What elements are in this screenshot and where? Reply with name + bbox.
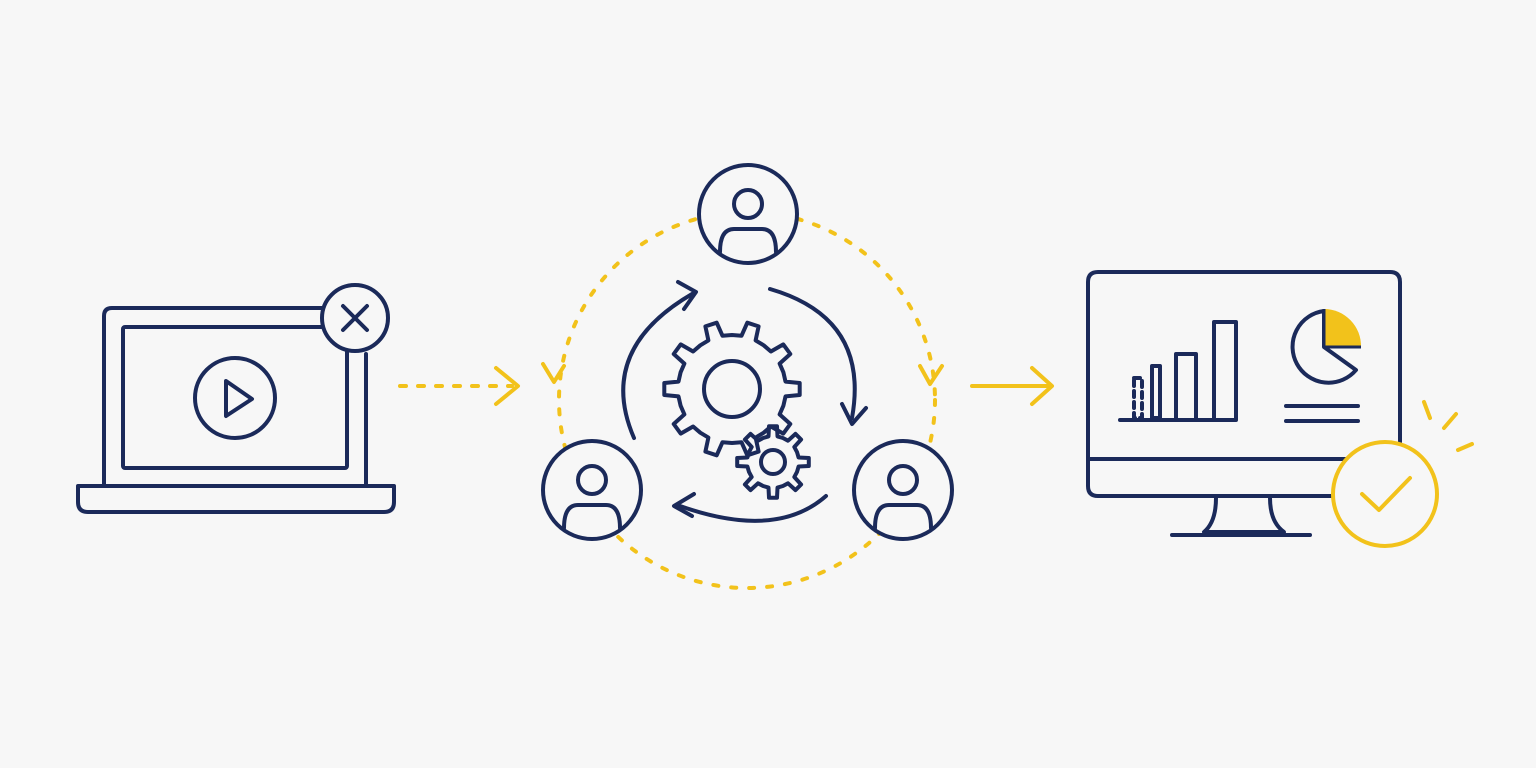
solid-arrow-2 <box>970 366 1054 406</box>
sparkle-line <box>1442 412 1458 430</box>
person-icon <box>697 163 799 265</box>
team-collaboration-cycle-icon <box>541 163 954 590</box>
gears-icon <box>662 320 811 500</box>
monitor-analytics-icon <box>1086 270 1402 537</box>
close-circle-icon <box>320 283 390 353</box>
dotted-arrow-1 <box>398 366 520 406</box>
sparkle-line <box>1456 442 1474 452</box>
monitor-frame <box>1086 270 1402 498</box>
small-gear-hub <box>759 448 787 476</box>
play-icon <box>193 356 277 440</box>
person-icon <box>852 439 954 541</box>
ring-arrowhead-right <box>918 364 944 386</box>
check-circle-icon <box>1331 400 1474 548</box>
large-gear-hub <box>702 359 762 419</box>
legend-lines-icon <box>1284 404 1360 423</box>
monitor-stand <box>1202 496 1286 534</box>
laptop-screen <box>121 325 349 470</box>
pie-chart-icon <box>1290 309 1362 385</box>
small-gear <box>735 424 811 500</box>
bar-chart-icon <box>1118 320 1238 422</box>
person-icon <box>541 439 643 541</box>
laptop-video-icon <box>76 306 396 514</box>
laptop-lid <box>102 306 368 488</box>
ring-arrowhead-left <box>541 362 566 384</box>
sparkle-line <box>1422 400 1432 420</box>
cycle-arrows-icon <box>621 280 868 523</box>
laptop-base <box>76 484 396 514</box>
